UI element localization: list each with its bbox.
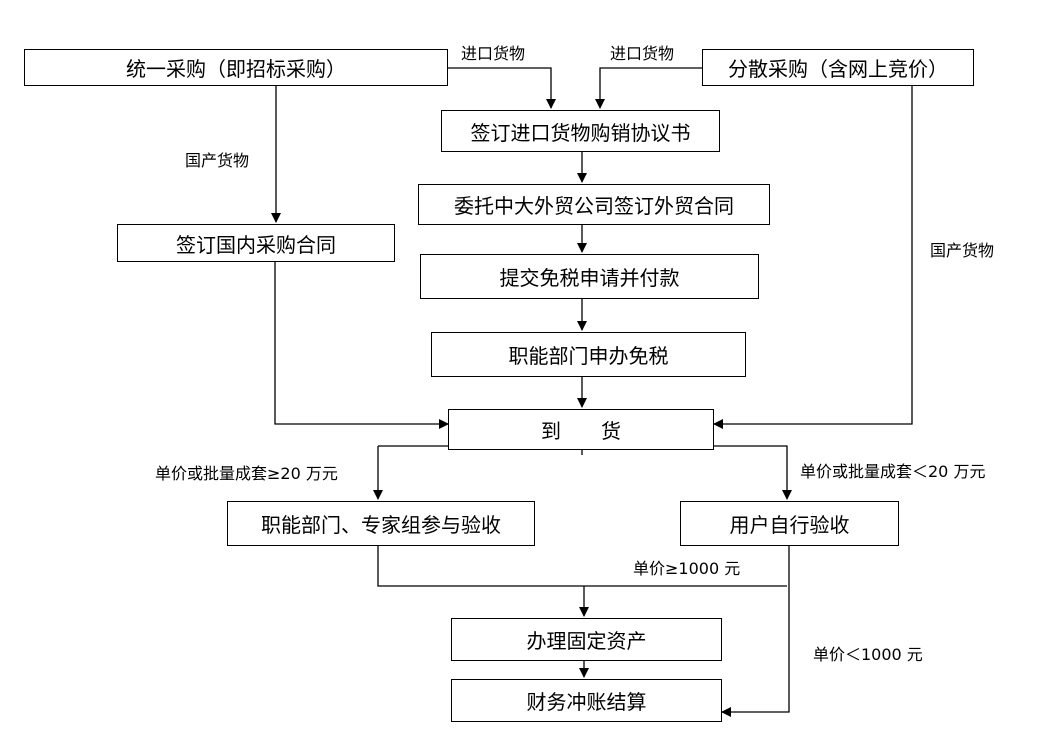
connector-scattered-to-import	[595, 67, 702, 109]
connector-arrival-to-expert	[378, 446, 583, 499]
box-arrival: 到 货	[448, 409, 714, 450]
label-import-goods-right: 进口货物	[610, 44, 675, 63]
label-domestic-goods-left: 国产货物	[185, 151, 250, 170]
box-domestic-contract: 签订国内采购合同	[117, 224, 395, 262]
connector-scattered-to-arrival	[713, 86, 913, 429]
box-unified-procurement: 统一采购（即招标采购）	[24, 49, 448, 86]
label-import-goods-left: 进口货物	[461, 44, 526, 63]
label-price-lt-1000: 单价＜1000 元	[813, 645, 923, 664]
connector-arrival-to-user	[714, 445, 792, 500]
box-entrust-foreign-trade: 委托中大外贸公司签订外贸合同	[418, 184, 770, 225]
label-big-threshold: 单价或批量成套≥20 万元	[155, 464, 338, 483]
box-expert-acceptance: 职能部门、专家组参与验收	[227, 501, 535, 546]
box-dept-tax-exemption: 职能部门申办免税	[431, 332, 746, 377]
label-small-threshold: 单价或批量成套＜20 万元	[800, 462, 986, 481]
box-finance-settlement: 财务冲账结算	[451, 679, 722, 722]
box-user-acceptance: 用户自行验收	[680, 501, 899, 546]
box-tax-exemption-apply: 提交免税申请并付款	[420, 254, 759, 299]
connector-domestic-to-arrival	[274, 262, 449, 429]
box-scattered-procurement: 分散采购（含网上竞价）	[702, 49, 974, 86]
connector-user-to-finance	[721, 546, 790, 717]
connector-unified-to-import	[448, 67, 556, 109]
box-sign-import-agreement: 签订进口货物购销协议书	[441, 110, 720, 152]
label-domestic-goods-right: 国产货物	[930, 241, 995, 260]
connector-expert-to-merge	[377, 546, 787, 587]
box-fixed-asset: 办理固定资产	[451, 618, 722, 661]
label-price-ge-1000: 单价≥1000 元	[633, 559, 741, 578]
